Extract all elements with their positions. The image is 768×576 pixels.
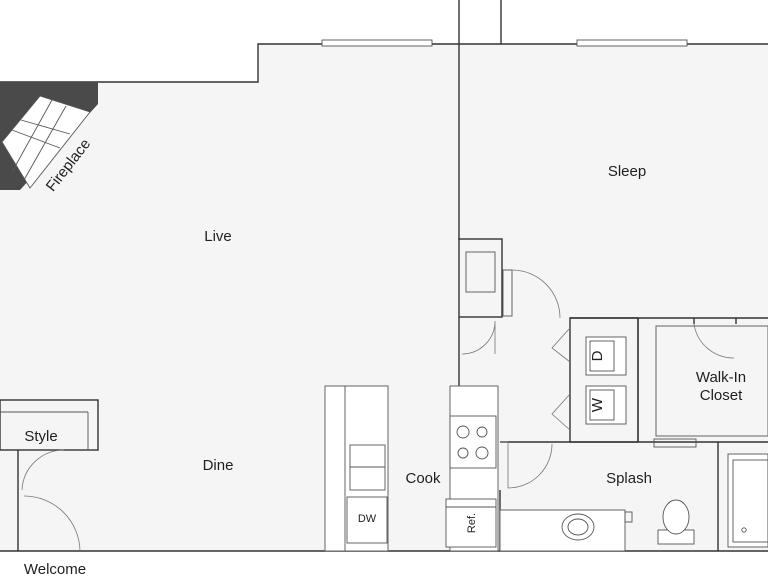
washer-panel xyxy=(589,389,615,421)
room-label-walkin-2: Closet xyxy=(700,387,743,404)
fireplace-grid xyxy=(11,99,53,173)
room-label-style: Style xyxy=(24,428,57,445)
door-swing-splash xyxy=(500,441,553,489)
bedroom-door-jamb xyxy=(502,269,513,317)
room-label-dine: Dine xyxy=(203,457,234,474)
sink xyxy=(561,513,595,541)
stove xyxy=(449,415,497,469)
dryer xyxy=(585,336,627,376)
bathtub xyxy=(727,453,768,548)
vanity-edge xyxy=(624,511,633,523)
room-label-walkin-1: Walk-In xyxy=(696,369,746,386)
tub-drain xyxy=(741,527,747,533)
fixture-label-washer: W xyxy=(589,397,606,412)
fireplace-grid xyxy=(20,119,71,135)
room-label-live: Live xyxy=(204,228,232,245)
sink-double xyxy=(349,444,386,491)
bathtub-inner xyxy=(732,459,768,543)
dryer-panel xyxy=(589,340,615,372)
fixture-label-dishwasher: DW xyxy=(358,513,377,525)
fireplace-grid xyxy=(11,129,61,149)
sink-bowl xyxy=(567,518,589,536)
door-laundry-bottom xyxy=(551,393,571,431)
style-closet xyxy=(0,399,99,451)
burner xyxy=(457,447,469,459)
burner xyxy=(475,446,489,460)
fixture-label-refrigerator: Ref. xyxy=(466,513,478,533)
door-swing-entry xyxy=(23,495,81,552)
fixture-label-dryer: D xyxy=(589,350,606,361)
fireplace-grid xyxy=(23,105,67,181)
door-swing-walkin xyxy=(693,323,735,359)
room-label-sleep: Sleep xyxy=(608,163,646,180)
door-laundry-top xyxy=(551,327,571,363)
washer xyxy=(585,385,627,425)
closet-inner xyxy=(465,251,496,293)
walkin-closet-shelf xyxy=(655,325,768,437)
room-label-splash: Splash xyxy=(606,470,652,487)
floor-area xyxy=(0,44,768,551)
vent xyxy=(653,438,697,448)
room-label-cook: Cook xyxy=(405,470,441,487)
window-live xyxy=(321,39,433,47)
room-label-welcome: Welcome xyxy=(24,561,86,576)
burner xyxy=(456,425,470,439)
door-swing-style xyxy=(21,449,65,491)
door-swing-closet xyxy=(461,320,496,355)
exterior-wall xyxy=(0,43,768,83)
window-sleep xyxy=(576,39,688,47)
toilet-bowl xyxy=(662,499,690,535)
dishwasher xyxy=(346,496,388,544)
door-swing-bedroom xyxy=(511,269,561,319)
closet-block xyxy=(458,238,503,318)
burner xyxy=(476,426,488,438)
